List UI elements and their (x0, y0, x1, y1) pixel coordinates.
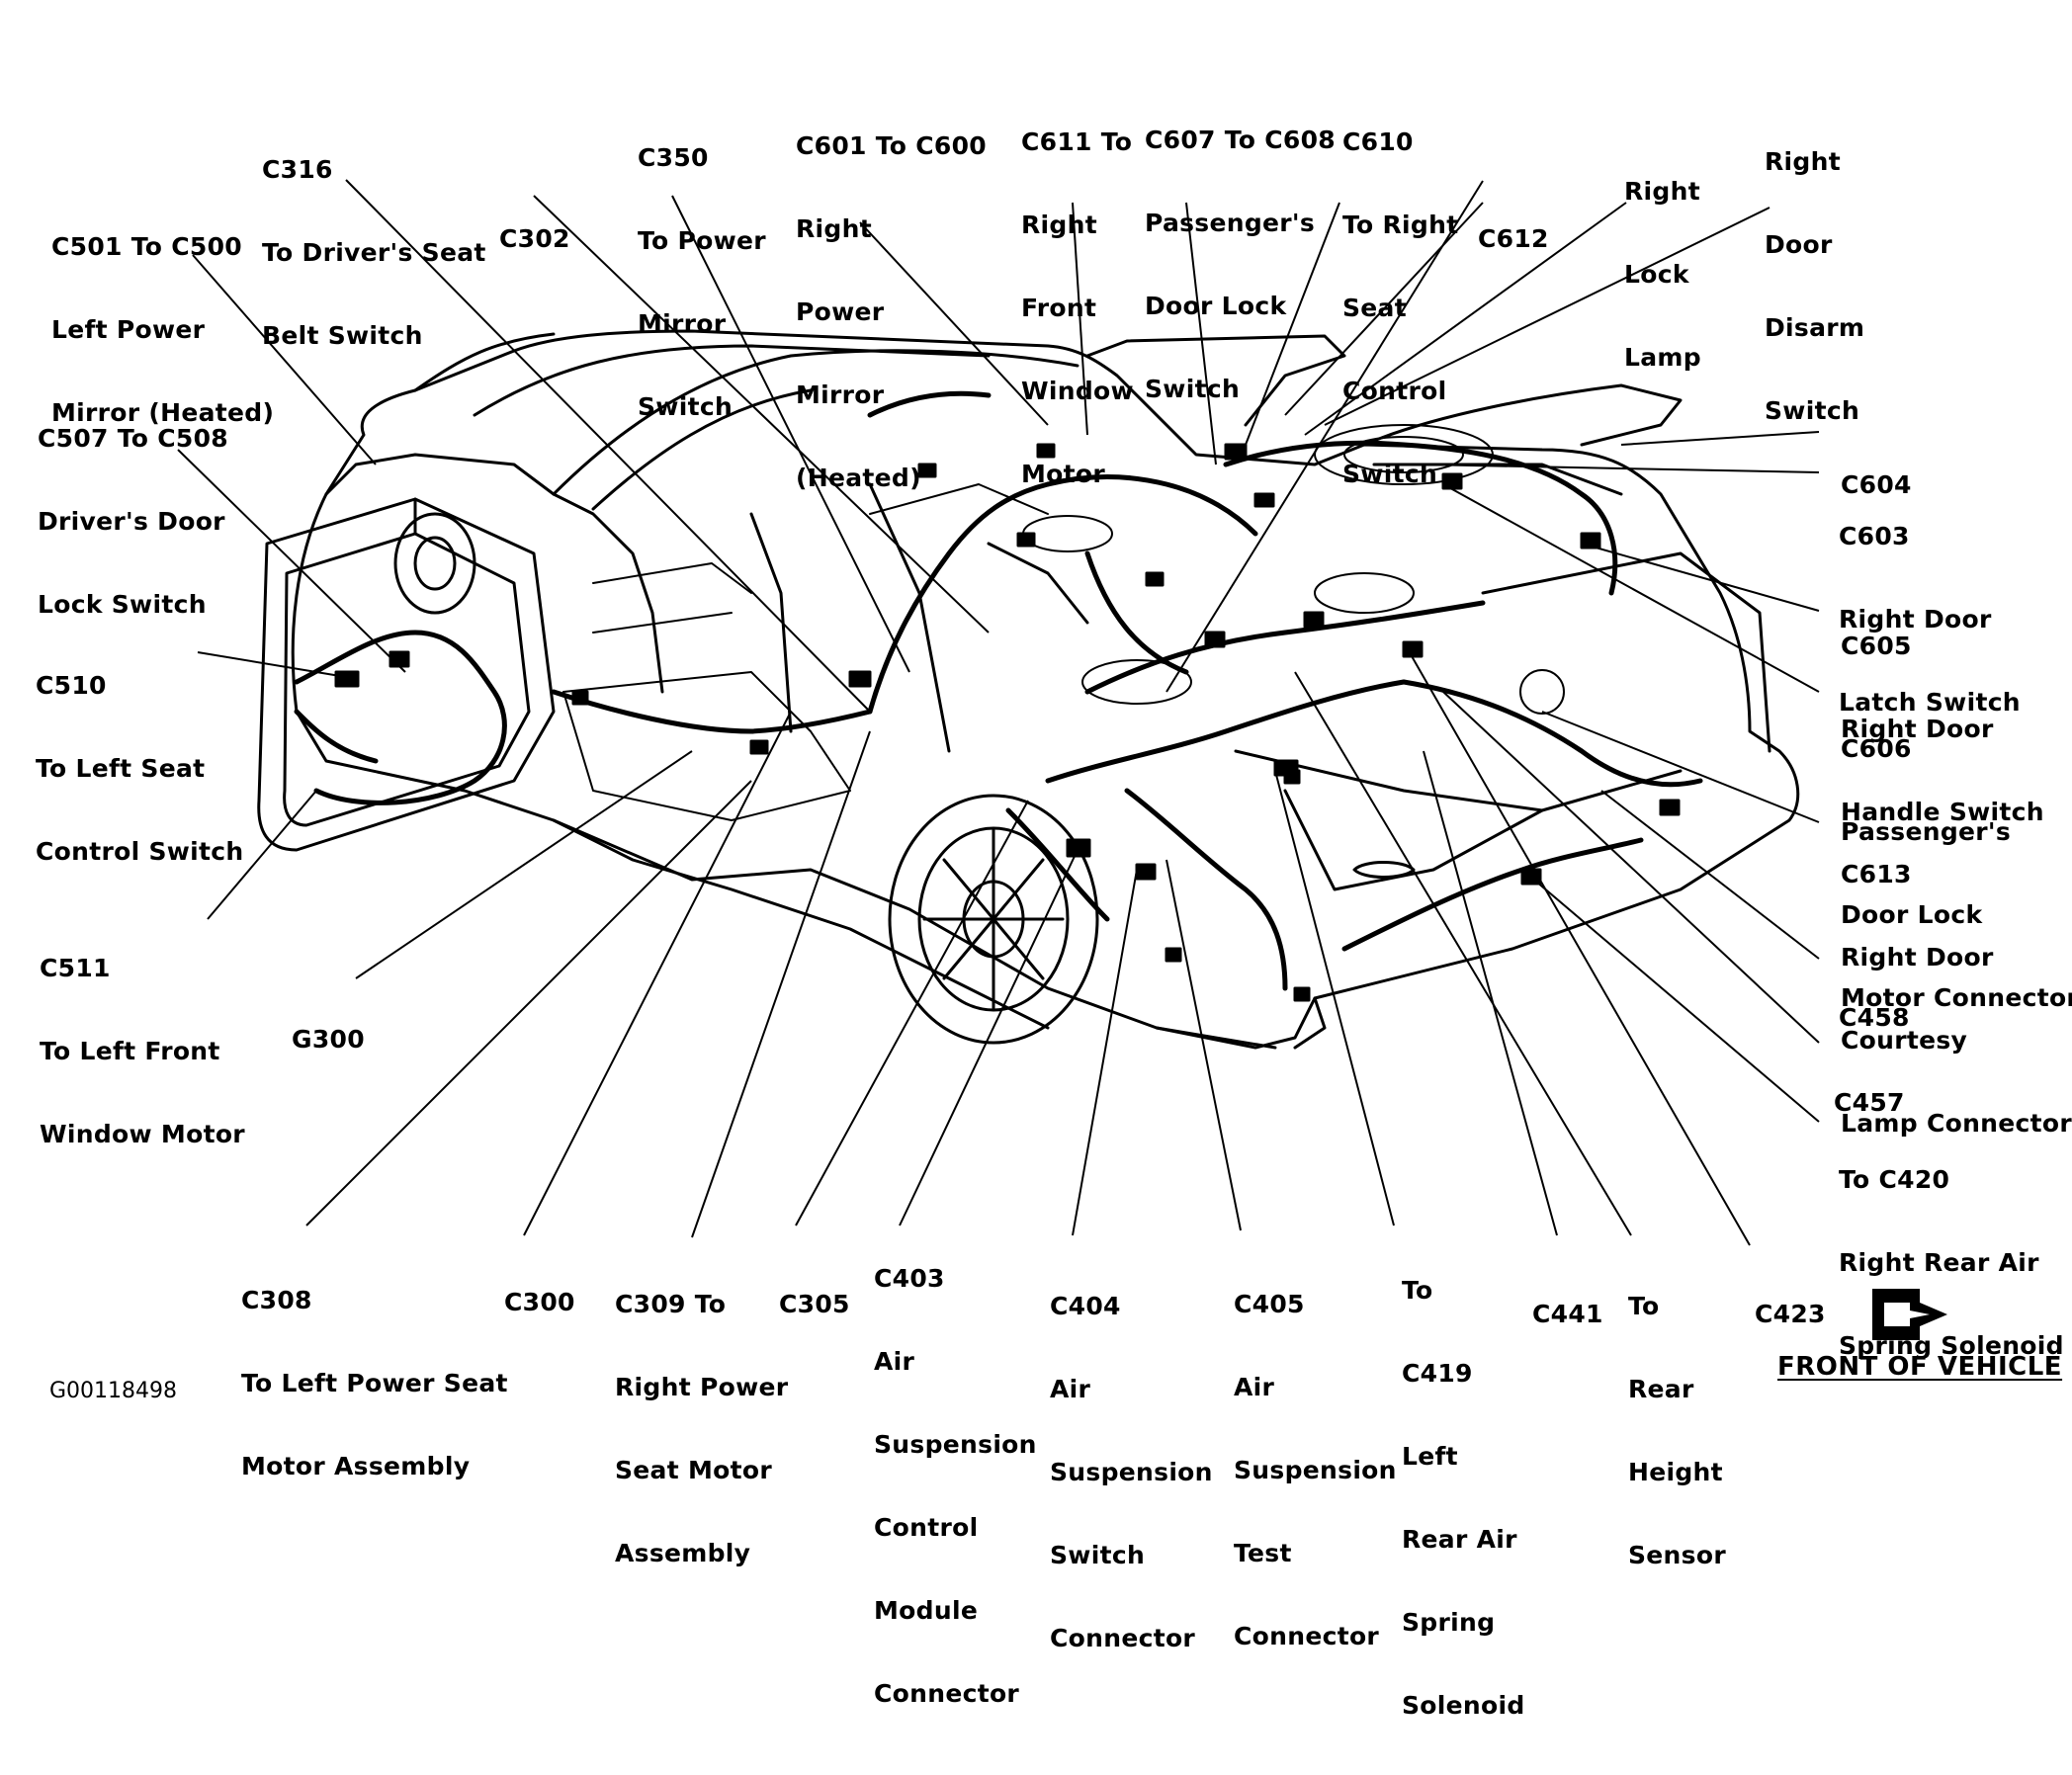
callout-c419: To C419 Left Rear Air Spring Solenoid (1402, 1276, 1525, 1720)
drawing-id: G00118498 (49, 1379, 178, 1403)
leader-lines (177, 179, 1820, 1246)
callout-c457: C457 (1834, 1088, 1905, 1117)
car-body-outline (291, 329, 1800, 1050)
callout-c404: C404 Air Suspension Switch Connector (1050, 1292, 1213, 1652)
trunk-outline (1234, 383, 1771, 891)
callout-c300: C300 (504, 1288, 575, 1316)
vehicle-illustration (177, 179, 1820, 1246)
callout-c316: C316 To Driver's Seat Belt Switch (262, 155, 486, 350)
callout-c309: C309 To Right Power Seat Motor Assembly (615, 1290, 789, 1567)
callout-c507: C507 To C508 Driver's Door Lock Switch (38, 424, 228, 619)
front-direction-arrow-icon (1872, 1289, 1947, 1340)
callout-c302: C302 (499, 224, 570, 253)
callout-c606: C606 Passenger's Door Lock Motor Connect… (1841, 734, 2072, 1012)
callout-rear-height-sensor: To Rear Height Sensor (1628, 1292, 1726, 1569)
callout-c501: C501 To C500 Left Power Mirror (Heated) (51, 232, 275, 427)
wheels (393, 512, 1099, 1045)
callout-right-door-disarm-switch: Right Door Disarm Switch (1765, 147, 1865, 425)
callout-right-lock-lamp: Right Lock Lamp (1624, 177, 1701, 372)
callout-c607: C607 To C608 Passenger's Door Lock Switc… (1145, 126, 1336, 403)
callout-c601: C601 To C600 Right Power Mirror (Heated) (796, 131, 987, 492)
callout-c612: C612 (1478, 224, 1549, 253)
callout-c610: C610 To Right Seat Control Switch (1342, 127, 1459, 488)
callout-c405: C405 Air Suspension Test Connector (1234, 1290, 1397, 1650)
front-of-vehicle-label: FRONT OF VEHICLE (1777, 1352, 2063, 1382)
callout-c611: C611 To Right Front Window Motor (1021, 127, 1134, 488)
connectors (334, 443, 1681, 1002)
callout-c305: C305 (779, 1290, 850, 1318)
callout-c420: To C420 Right Rear Air Spring Solenoid (1839, 1165, 2064, 1360)
callout-c511: C511 To Left Front Window Motor (40, 954, 245, 1148)
interior-floor (562, 483, 1049, 821)
callout-c603: C603 Right Door Latch Switch (1839, 522, 2021, 717)
callout-c308: C308 To Left Power Seat Motor Assembly (241, 1286, 508, 1480)
wiring-harness (294, 390, 1703, 991)
callout-c441: C441 (1532, 1300, 1603, 1328)
callout-c458: C458 (1839, 1003, 1910, 1032)
callout-c423: C423 (1755, 1300, 1826, 1328)
callout-c403: C403 Air Suspension Control Module Conne… (874, 1264, 1037, 1708)
driver-door-outline (257, 497, 556, 852)
callout-c605: C605 Right Door Handle Switch (1841, 632, 2044, 826)
callout-c350: C350 To Power Mirror Switch (638, 143, 766, 421)
callout-c604: C604 (1841, 470, 1912, 499)
callout-c613: C613 Right Door Courtesy Lamp Connector (1841, 860, 2072, 1138)
callout-c510: C510 To Left Seat Control Switch (36, 671, 244, 866)
wiring-diagram: C501 To C500 Left Power Mirror (Heated) … (36, 126, 2072, 1720)
callout-g300: G300 (292, 1025, 365, 1054)
